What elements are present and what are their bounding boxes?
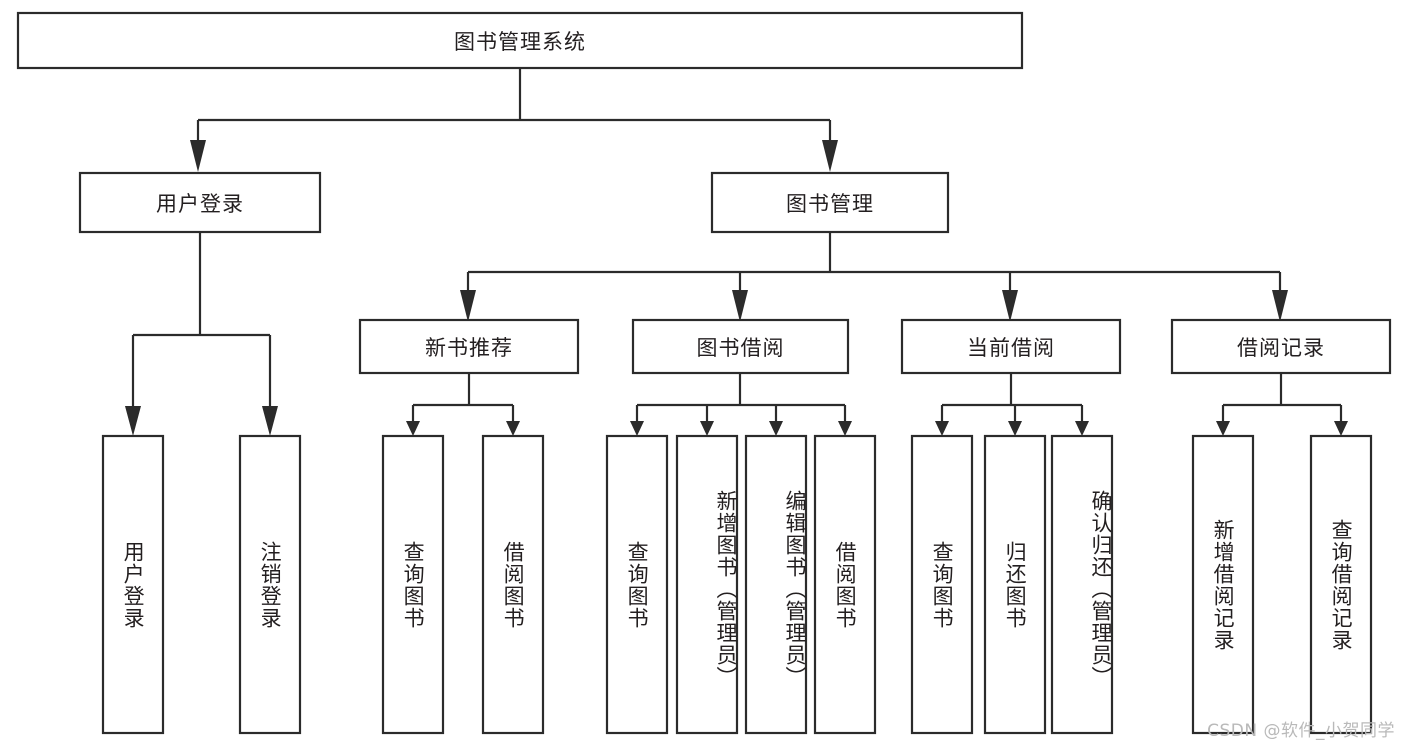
node-borrow-record[interactable] (1170, 318, 1392, 375)
node-leaf-query-book-3[interactable] (910, 434, 974, 735)
arrow-icon-leaf-return-book (1008, 421, 1022, 436)
connectors (131, 68, 1343, 421)
node-current-borrow[interactable] (900, 318, 1122, 375)
arrow-icon-leaf-edit-book (769, 421, 783, 436)
node-leaf-borrow-book-1[interactable] (481, 434, 545, 735)
node-leaf-edit-book[interactable] (744, 434, 808, 735)
arrow-icon-leaf-add-record (1216, 421, 1230, 436)
arrow-icon-bookmanage (822, 140, 838, 172)
node-leaf-query-record[interactable] (1309, 434, 1373, 735)
node-leaf-query-book-2[interactable] (605, 434, 669, 735)
arrow-icon-currentborrow (1002, 290, 1018, 322)
node-leaf-return-book[interactable] (983, 434, 1047, 735)
node-leaf-logout-login[interactable] (238, 434, 302, 735)
node-leaf-query-book-1[interactable] (381, 434, 445, 735)
arrow-icon-leaf-borrow-book-1 (506, 421, 520, 436)
arrow-icon-leaf-query-record (1334, 421, 1348, 436)
arrow-icon-borrowrecord (1272, 290, 1288, 322)
node-new-book-recommend[interactable] (358, 318, 580, 375)
arrow-icon-leaf-confirm-return (1075, 421, 1089, 436)
arrow-icon-leaf-query-book-2 (630, 421, 644, 436)
node-user-login[interactable] (78, 171, 322, 234)
arrowheads (125, 140, 1348, 436)
node-leaf-borrow-book-2[interactable] (813, 434, 877, 735)
arrow-icon-bookborrow (732, 290, 748, 322)
arrow-icon-userlogin (190, 140, 206, 172)
node-book-borrow[interactable] (631, 318, 850, 375)
node-leaf-add-book[interactable] (675, 434, 739, 735)
node-leaf-user-login[interactable] (101, 434, 165, 735)
arrow-icon-leaf-query-book-1 (406, 421, 420, 436)
arrow-icon-leaf-add-book (700, 421, 714, 436)
arrow-icon-leaf-user-login (125, 406, 141, 436)
node-leaf-confirm-return[interactable] (1050, 434, 1114, 735)
node-root[interactable] (16, 11, 1024, 70)
node-book-manage[interactable] (710, 171, 950, 234)
node-leaf-add-record[interactable] (1191, 434, 1255, 735)
arrow-icon-leaf-query-book-3 (935, 421, 949, 436)
arrow-icon-leaf-logout-login (262, 406, 278, 436)
arrow-icon-newbook (460, 290, 476, 322)
arrow-icon-leaf-borrow-book-2 (838, 421, 852, 436)
node-boxes (16, 11, 1392, 735)
csdn-watermark: CSDN @软件_小贺同学 (1207, 721, 1395, 741)
